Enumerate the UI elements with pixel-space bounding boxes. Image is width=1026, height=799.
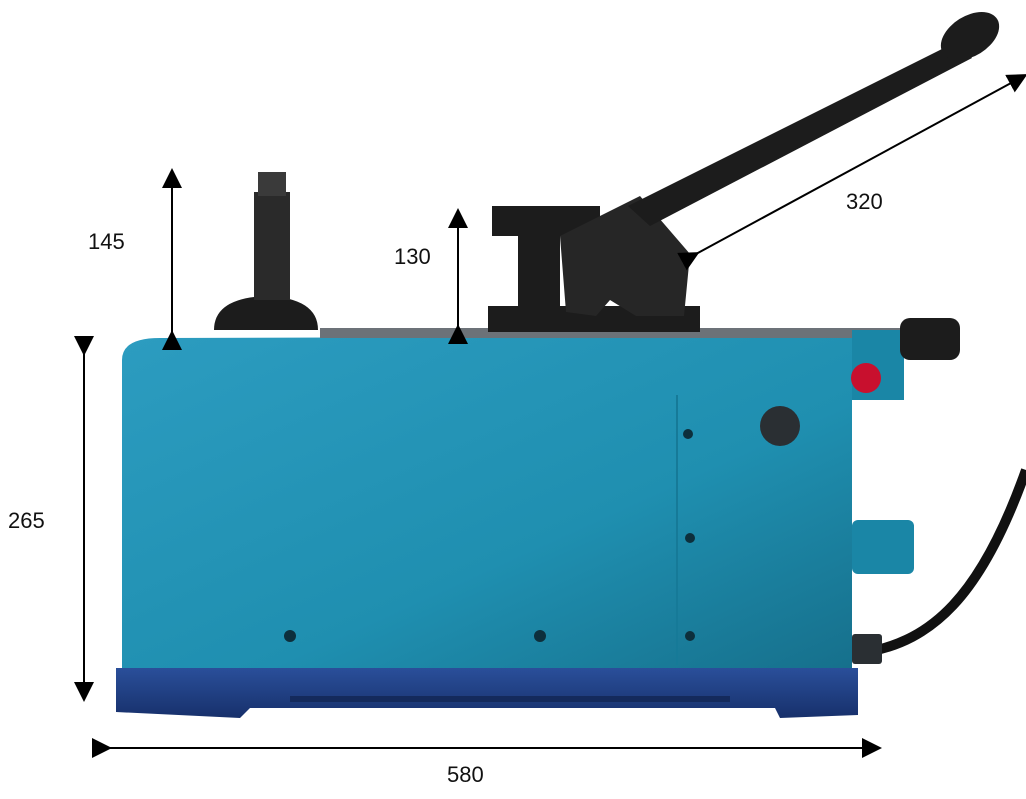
- body-hole: [284, 630, 296, 642]
- cable-gland: [852, 634, 882, 664]
- spindle-collar: [214, 296, 318, 330]
- round-port: [760, 406, 800, 446]
- red-button: [851, 363, 881, 393]
- dimension-label-body-height: 265: [8, 508, 45, 533]
- base-plate: [116, 668, 858, 718]
- dimension-label-handle-height: 145: [88, 229, 125, 254]
- spindle-shaft: [254, 192, 290, 300]
- spindle-top: [258, 172, 286, 196]
- power-cable: [867, 468, 1026, 657]
- top-plate: [320, 328, 900, 338]
- dimension-label-clamp-height: 130: [394, 244, 431, 269]
- body-hole: [685, 631, 695, 641]
- dim-arrow-320: [677, 74, 1026, 271]
- body-hole: [534, 630, 546, 642]
- lever-grip: [940, 12, 1000, 60]
- side-outlet: [852, 520, 914, 574]
- side-panel-divider: [676, 395, 678, 665]
- clamp-arm: [560, 196, 690, 316]
- knob: [900, 318, 960, 360]
- body-hole: [683, 429, 693, 439]
- base-slot: [290, 696, 730, 702]
- body-hole: [685, 533, 695, 543]
- dimension-label-body-length: 580: [447, 762, 484, 787]
- dimension-label-lever-length: 320: [846, 189, 883, 214]
- main-body: [122, 336, 852, 668]
